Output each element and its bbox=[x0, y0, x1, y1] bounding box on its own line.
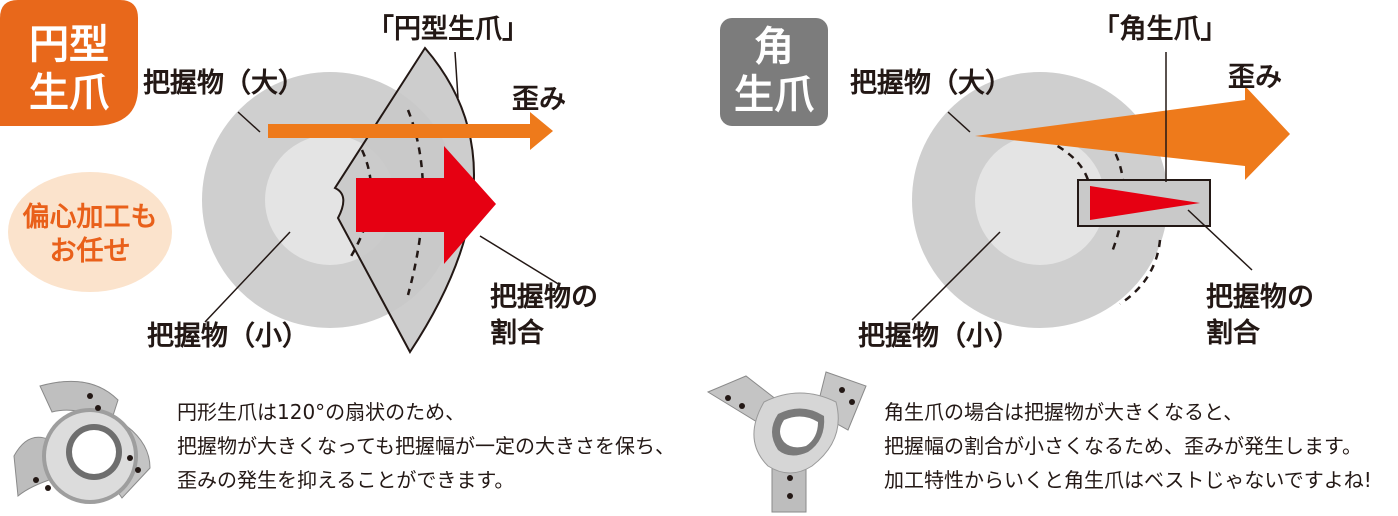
grip-small-label: 把握物（小） bbox=[858, 321, 1020, 352]
round-claw-desc-2: 把握物が大きくなっても把握幅が一定の大きさを保ち、 bbox=[177, 434, 675, 458]
distortion-arrow bbox=[975, 86, 1290, 180]
grip-ratio-arrow bbox=[356, 146, 496, 264]
round-claw-desc-1: 円形生爪は120°の扇状のため、 bbox=[177, 400, 465, 424]
right-panel: 角 生爪 「角生爪」 把握物（大） 歪み 把握物（小） 把握物の 割合 bbox=[706, 13, 1372, 513]
grip-ratio-label-2: 割合 bbox=[490, 317, 544, 349]
round-claw-desc-3: 歪みの発生を抑えることができます。 bbox=[177, 468, 514, 492]
grip-small-label: 把握物（小） bbox=[147, 321, 309, 352]
grip-ratio-label-2: 割合 bbox=[1206, 317, 1260, 349]
bubble-line-1: 偏心加工も bbox=[23, 202, 158, 233]
grip-large-label: 把握物（大） bbox=[850, 68, 1012, 99]
distortion-label: 歪み bbox=[512, 84, 566, 115]
square-claw-chuck-image bbox=[706, 371, 867, 513]
square-claw-title: 「角生爪」 bbox=[1093, 13, 1228, 45]
badge-line-2: 生爪 bbox=[734, 72, 814, 118]
badge-line-1: 円型 bbox=[29, 22, 109, 68]
left-panel: 円型 生爪 偏心加工も お任せ 「円型生爪」 把握物（大） 歪み 把握物（小） … bbox=[0, 0, 675, 504]
grip-ratio-label-1: 把握物の bbox=[490, 282, 598, 313]
badge-line-1: 角 bbox=[754, 24, 794, 70]
distortion-label: 歪み bbox=[1228, 62, 1282, 93]
grip-large-label: 把握物（大） bbox=[143, 68, 305, 99]
round-claw-title: 「円型生爪」 bbox=[367, 13, 529, 45]
square-claw-badge: 角 生爪 bbox=[720, 18, 828, 126]
round-claw-badge: 円型 生爪 bbox=[0, 0, 138, 126]
distortion-arrow bbox=[268, 112, 553, 150]
square-claw-desc-2: 把握幅の割合が小さくなるため、歪みが発生します。 bbox=[884, 434, 1362, 458]
bubble-line-2: お任せ bbox=[50, 236, 131, 267]
round-claw-chuck-image bbox=[13, 380, 151, 504]
workpiece-small bbox=[975, 135, 1105, 265]
badge-line-2: 生爪 bbox=[29, 70, 109, 116]
eccentric-bubble: 偏心加工も お任せ bbox=[8, 172, 172, 292]
grip-ratio-wedge bbox=[1090, 186, 1200, 220]
square-claw-desc-3: 加工特性からいくと角生爪はベストじゃないですよね! bbox=[884, 468, 1372, 492]
square-claw-desc-1: 角生爪の場合は把握物が大きくなると、 bbox=[884, 400, 1243, 424]
grip-ratio-label-1: 把握物の bbox=[1206, 282, 1314, 313]
